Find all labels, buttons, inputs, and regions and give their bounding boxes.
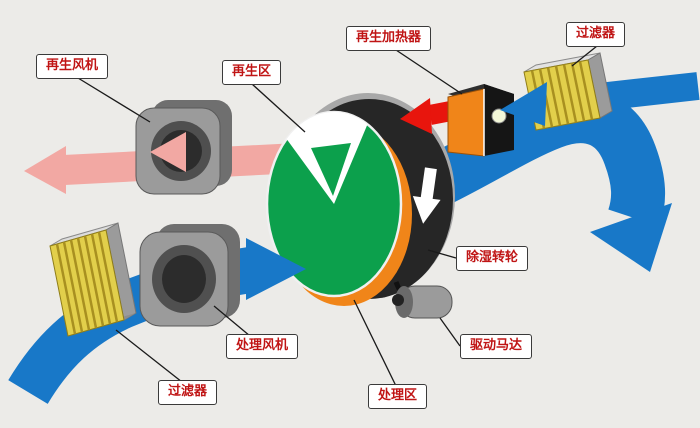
label-regen-zone: 再生区: [222, 60, 282, 85]
leader-drive-motor: [439, 317, 461, 347]
regen-fan-unit: [135, 100, 232, 195]
leader-lines: [77, 45, 598, 387]
heater-indicator: [491, 108, 507, 124]
regen-airflow-icon: [150, 132, 186, 172]
label-process-zone: 处理区: [368, 384, 428, 409]
wheel-rotation-arrow: [412, 167, 441, 224]
drive-motor-unit: [392, 281, 453, 319]
leader-regen-zone: [251, 83, 306, 133]
label-drive-motor: 驱动马达: [460, 334, 533, 359]
label-regen-heater: 再生加热器: [346, 26, 432, 51]
label-filter-top: 过滤器: [566, 22, 626, 47]
filter-bottom-unit: [49, 222, 137, 337]
leader-filter-bottom: [115, 329, 183, 383]
desiccant-wheel: [265, 93, 455, 306]
leader-process-fan: [213, 305, 251, 337]
label-regen-fan: 再生风机: [36, 54, 109, 79]
regen-air-inlet-arrowhead: [500, 82, 547, 126]
process-air-inflow-arrowhead: [246, 238, 306, 300]
label-filter-bottom: 过滤器: [158, 380, 218, 405]
leader-dehumid-wheel: [427, 249, 457, 259]
leader-regen-heater: [395, 49, 463, 95]
leader-regen-fan: [77, 77, 151, 123]
process-fan-unit: [139, 224, 240, 327]
label-process-fan: 处理风机: [226, 334, 299, 359]
label-dehumid-wheel: 除湿转轮: [456, 246, 529, 271]
leader-filter-top: [571, 45, 598, 67]
leader-process-zone: [353, 299, 397, 387]
regen-heater-unit: [447, 84, 514, 157]
